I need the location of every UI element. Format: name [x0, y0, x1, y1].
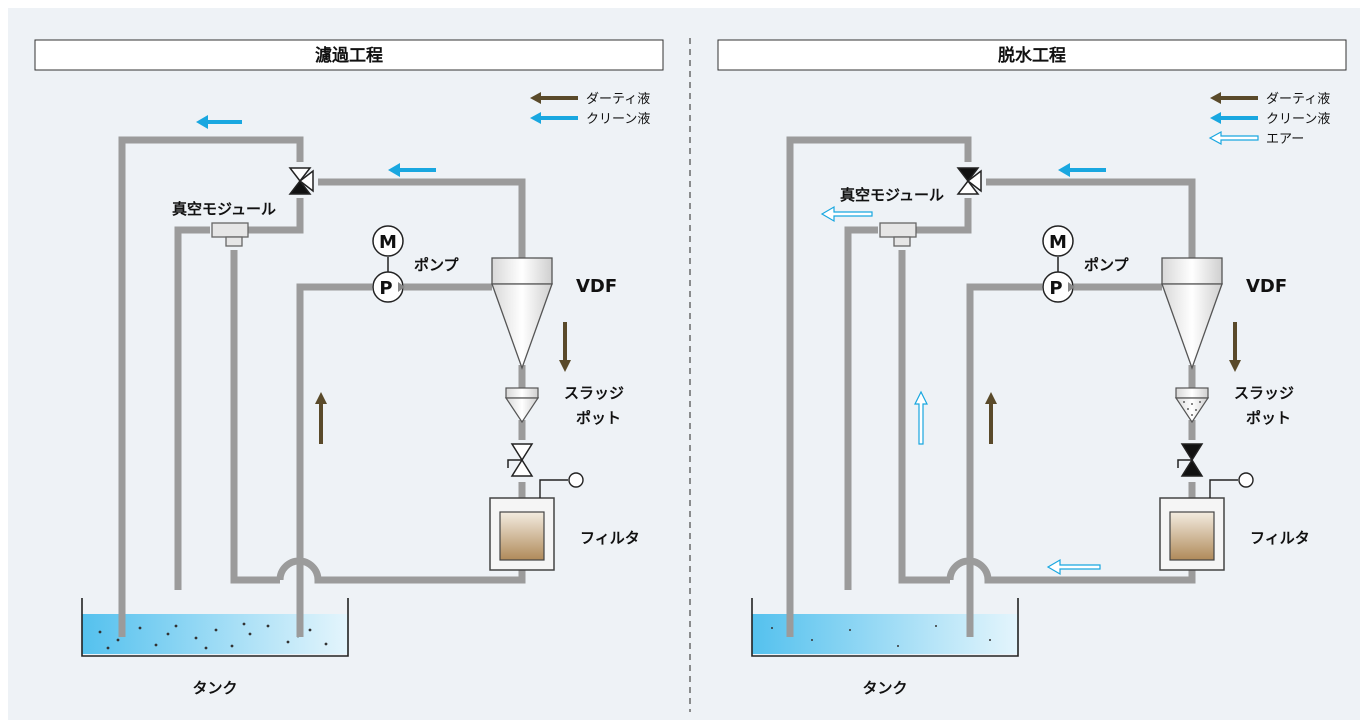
legend-dirty-label: ダーティ液: [586, 92, 650, 107]
legend-clean-arrow: [530, 112, 578, 124]
tank-water: [82, 614, 348, 654]
right-legend: ダーティ液 クリーン液 エアー: [1208, 92, 1330, 147]
drain-valve-closed: [1177, 443, 1204, 477]
pipe-valve-to-vacuum: [916, 198, 972, 234]
right-title-box: [717, 39, 1347, 71]
left-title-box: [34, 39, 664, 71]
legend-air-label: エアー: [1266, 132, 1304, 147]
air-flow-arrow: [914, 390, 928, 445]
tank-label: タンク: [862, 679, 907, 697]
dirty-flow-arrow: [315, 392, 327, 444]
pipe-vdf-to-valve: [986, 178, 1196, 258]
left-title: 濾過工程: [315, 45, 383, 66]
vacuum-module: [211, 222, 249, 247]
clean-flow-arrow: [196, 115, 242, 129]
filter-label: フィルタ: [580, 529, 640, 547]
dirty-flow-arrow: [1229, 322, 1241, 372]
left-legend: ダーティ液 クリーン液: [530, 92, 650, 127]
pipe-suction: [296, 283, 372, 637]
pipe-suction: [966, 283, 1042, 637]
tank-water: [752, 614, 1018, 654]
vdf-label: VDF: [576, 276, 617, 297]
tank: [81, 598, 349, 657]
pipe-valve-to-vacuum: [248, 198, 304, 234]
vdf-separator: [1161, 257, 1223, 370]
pump-label: ポンプ: [414, 256, 460, 274]
dirty-flow-arrow: [559, 322, 571, 372]
clean-flow-arrow: [1058, 163, 1106, 177]
vacuum-module: [879, 222, 917, 247]
pipe-vdf-to-valve: [318, 178, 526, 258]
three-way-valve: [288, 167, 314, 195]
left-panel: 濾過工程 ダーティ液 クリーン液 タンク: [34, 39, 664, 697]
dirty-flow-arrow: [985, 392, 997, 444]
sludge-pot: [1174, 387, 1210, 424]
legend-clean-label: クリーン液: [586, 112, 650, 127]
legend-dirty-arrow: [530, 92, 578, 104]
pump-symbol: P: [1049, 278, 1062, 299]
drain-valve-open: [507, 443, 534, 477]
filter-unit: [489, 472, 584, 571]
air-flow-arrow: [1046, 558, 1101, 576]
legend-dirty-label: ダーティ液: [1266, 92, 1330, 107]
motor: [1042, 225, 1074, 257]
sludge-pot-label-line1: スラッジ: [1234, 384, 1294, 402]
air-flow-arrow: [820, 205, 873, 223]
pump-label: ポンプ: [1084, 256, 1130, 274]
sludge-pot-label-line2: ポット: [576, 409, 621, 427]
right-panel: 脱水工程 ダーティ液 クリーン液 エアー タンク: [717, 39, 1347, 697]
pump-direction-mark: [398, 282, 405, 292]
pipe-vacuum-down: [898, 250, 950, 584]
tank-label: タンク: [192, 679, 237, 697]
pipe-return-outer: [118, 136, 304, 637]
vdf-label: VDF: [1246, 276, 1287, 297]
pipe-vacuum-to-tank: [844, 226, 878, 590]
pipe-vacuum-to-tank: [174, 226, 210, 590]
legend-clean-label: クリーン液: [1266, 112, 1330, 127]
three-way-valve: [956, 167, 982, 195]
pump-symbol: P: [379, 278, 392, 299]
background: [8, 8, 1360, 720]
tank-sludge-particles: [771, 625, 991, 647]
filter-unit: [1159, 472, 1254, 571]
clean-flow-arrow: [388, 163, 436, 177]
motor: [372, 225, 404, 257]
right-title: 脱水工程: [998, 45, 1066, 66]
pipe-return-outer: [786, 136, 972, 637]
vdf-separator: [491, 257, 553, 370]
vacuum-label: 真空モジュール: [172, 200, 276, 218]
sludge-pot-label-line2: ポット: [1246, 409, 1291, 427]
tank-sludge-particles: [98, 622, 328, 650]
pump-direction-mark: [1068, 282, 1075, 292]
pipe-vacuum-down: [230, 250, 280, 584]
tank: [751, 598, 1019, 657]
sludge-pot: [504, 387, 540, 424]
sludge-pot-label-line1: スラッジ: [564, 384, 624, 402]
vacuum-label: 真空モジュール: [840, 186, 944, 204]
motor-symbol: M: [379, 232, 397, 253]
filter-label: フィルタ: [1250, 529, 1310, 547]
legend-air-arrow: [1208, 130, 1259, 146]
motor-symbol: M: [1049, 232, 1067, 253]
legend-dirty-arrow: [1210, 92, 1258, 104]
legend-clean-arrow: [1210, 112, 1258, 124]
